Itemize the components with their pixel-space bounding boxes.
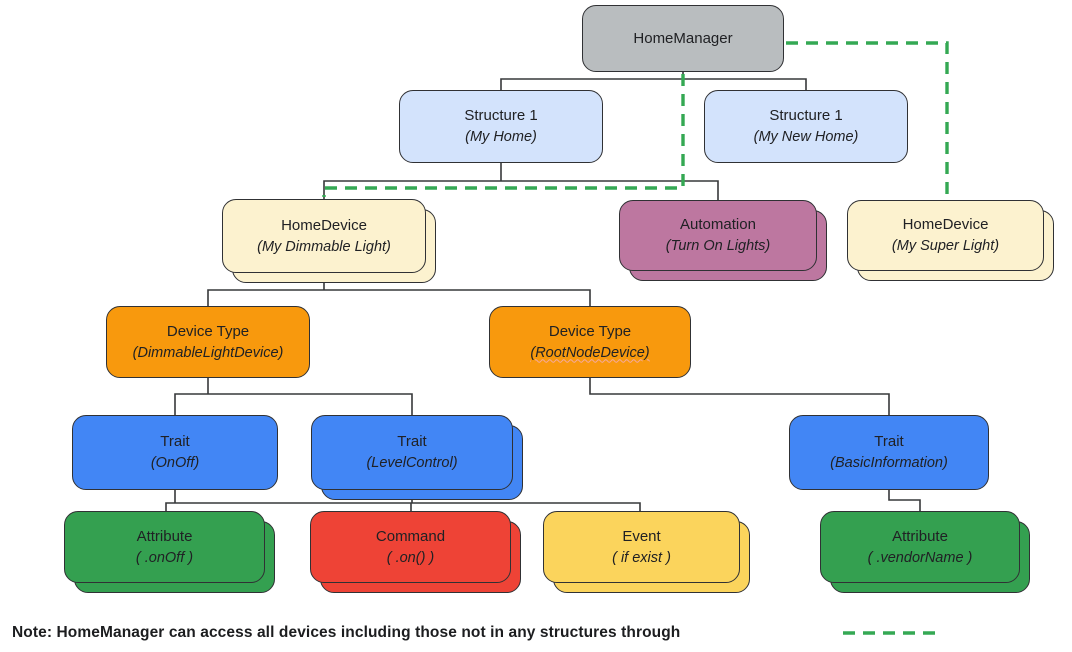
node-subtitle: ( .vendorName ) [867,549,973,566]
node-subtitle: (Turn On Lights) [665,238,771,254]
node-subtitle: (RootNodeDevice) [530,344,650,361]
node-subtitle: (My New Home) [753,129,859,145]
node-subtitle: (LevelControl) [366,455,458,471]
node-subtitle: (BasicInformation) [830,455,948,471]
node-title: Device Type [166,322,250,340]
node-event-ifexist: Event ( if exist ) [543,511,750,593]
node-subtitle: (DimmableLightDevice) [132,344,284,361]
footnote-text: Note: HomeManager can access all devices… [12,624,681,641]
node-trait-basicinformation: Trait (BasicInformation) [789,415,989,490]
node-homedevice-super: HomeDevice (My Super Light) [847,200,1054,281]
node-command-on: Command ( .on() ) [310,511,521,593]
node-title: Attribute [892,527,948,545]
node-title: Automation [680,216,756,233]
node-title: HomeManager [633,29,733,47]
node-automation-turn-on-lights: Automation (Turn On Lights) [619,200,827,281]
node-attribute-onoff: Attribute ( .onOff ) [64,511,275,593]
node-trait-onoff: Trait (OnOff) [72,415,278,490]
node-title: Device Type [548,322,632,340]
node-title: Structure 1 [769,107,843,124]
node-title: HomeDevice [281,216,367,234]
node-home-manager: HomeManager [582,5,784,72]
node-title: HomeDevice [902,216,989,233]
node-subtitle: (OnOff) [150,455,200,471]
node-title: Structure 1 [464,107,538,124]
node-subtitle: (My Dimmable Light) [257,238,391,255]
node-subtitle: ( .on() ) [386,549,435,566]
node-title: Trait [160,433,190,450]
node-title: Command [375,527,446,545]
node-subtitle: (My Home) [465,129,537,145]
node-title: Event [622,527,661,545]
node-title: Trait [397,433,427,450]
node-subtitle: (My Super Light) [891,238,1000,254]
node-devicetype-dimmablelight: Device Type (DimmableLightDevice) [106,306,310,378]
node-structure-my-home: Structure 1 (My Home) [399,90,603,163]
node-devicetype-rootnode: Device Type (RootNodeDevice) [489,306,691,378]
node-title: Trait [874,433,904,450]
node-subtitle: ( .onOff ) [135,549,194,566]
node-attribute-vendorname: Attribute ( .vendorName ) [820,511,1030,593]
node-subtitle: ( if exist ) [612,549,671,566]
node-homedevice-dimmable: HomeDevice (My Dimmable Light) [222,199,436,283]
node-trait-levelcontrol: Trait (LevelControl) [311,415,523,500]
node-title: Attribute [136,527,193,545]
node-structure-my-new-home: Structure 1 (My New Home) [704,90,908,163]
